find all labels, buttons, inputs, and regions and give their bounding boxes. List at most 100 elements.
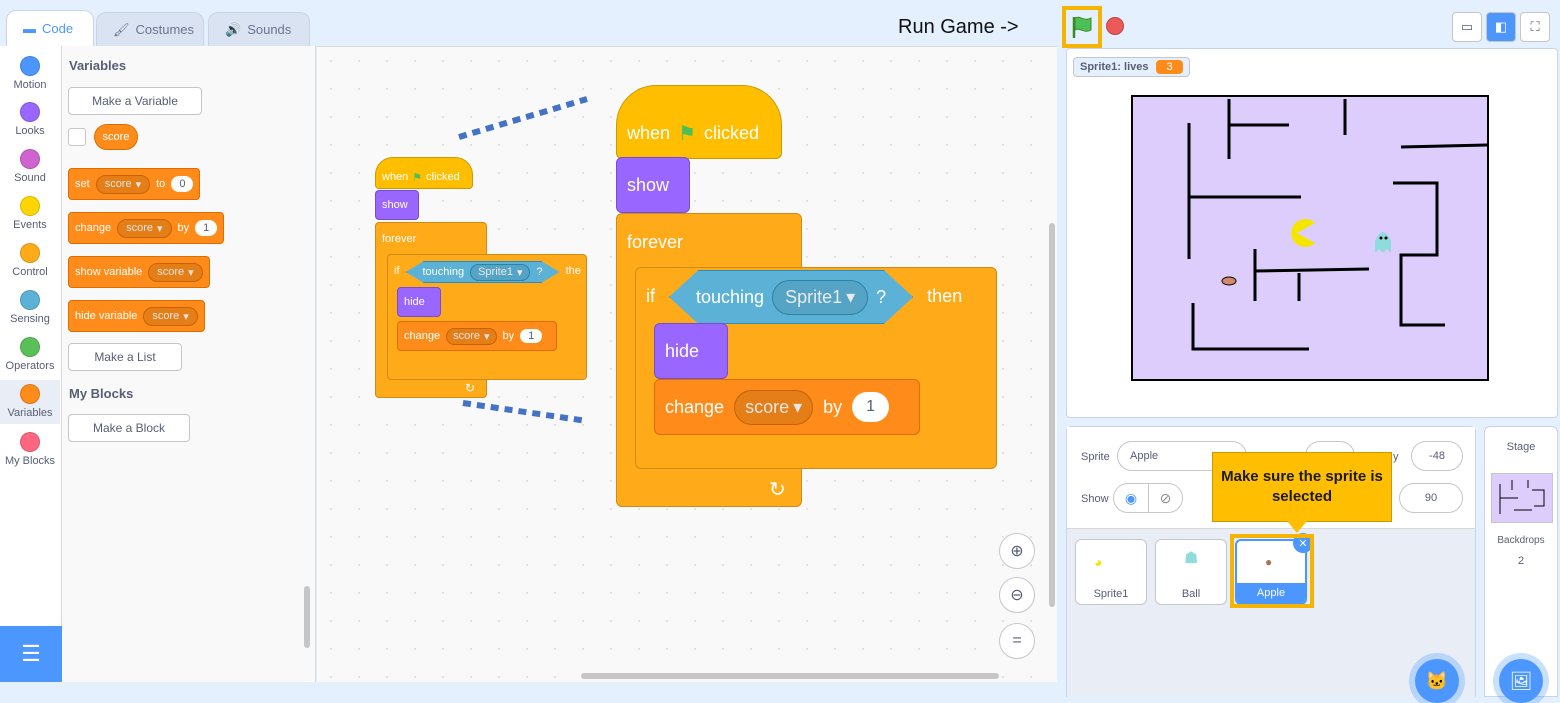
my-blocks-dot-icon — [20, 432, 40, 452]
tab-sounds[interactable]: 🔊 Sounds — [208, 12, 310, 46]
caret-down-icon: ▾ — [135, 178, 142, 191]
pacman-icon — [1291, 219, 1315, 248]
block-text: ? — [876, 286, 887, 307]
make-block-button[interactable]: Make a Block — [68, 414, 190, 442]
workspace-vertical-scrollbar[interactable] — [1049, 223, 1055, 607]
category-motion[interactable]: Motion — [0, 56, 60, 91]
value-input[interactable]: 0 — [171, 176, 194, 192]
zoomed-sprite-dropdown[interactable]: Sprite1▾ — [772, 279, 869, 315]
value-input[interactable]: 1 — [195, 220, 218, 236]
tab-costumes[interactable]: 🖌 Costumes — [96, 12, 204, 46]
zoomed-loop-arrow-icon: ↻ — [769, 479, 786, 501]
normal-stage-button[interactable]: ◧ — [1486, 12, 1516, 42]
block-text: clicked — [703, 122, 759, 143]
set-variable-block[interactable]: set score▾ to 0 — [68, 168, 201, 200]
tab-code[interactable]: ▬ Code — [6, 10, 94, 46]
green-flag-icon: ⚑ — [412, 171, 423, 184]
category-events[interactable]: Events — [0, 196, 60, 231]
category-looks[interactable]: Looks — [0, 102, 60, 137]
if-then-block[interactable]: if touching Sprite1▾ ? the — [387, 254, 587, 380]
variable-dropdown[interactable]: score▾ — [148, 262, 203, 282]
fullscreen-button[interactable]: ⛶ — [1520, 12, 1550, 42]
dropdown-value: Sprite1 — [478, 266, 513, 278]
tab-code-label: Code — [42, 21, 74, 36]
zoomed-change-score-block[interactable]: change score▾ by 1 — [654, 379, 920, 435]
stage-target-pane[interactable]: Stage Backdrops 2 🖼 — [1484, 426, 1558, 703]
sprite-thumb-label: Sprite1 — [1093, 588, 1129, 600]
variable-dropdown[interactable]: score▾ — [446, 327, 497, 345]
block-text: change — [75, 222, 112, 234]
fullscreen-icon: ⛶ — [1530, 19, 1540, 34]
block-text: when — [627, 122, 671, 143]
block-text: hide variable — [75, 310, 138, 322]
show-block[interactable]: show — [375, 190, 419, 220]
stage-canvas[interactable]: Sprite1: lives 3 — [1066, 48, 1558, 418]
score-reporter[interactable]: score — [94, 124, 138, 150]
sprite-dropdown[interactable]: Sprite1▾ — [470, 263, 531, 281]
zoomed-show-block[interactable]: show — [616, 157, 690, 213]
delete-sprite-button[interactable]: ✕ — [1293, 533, 1313, 553]
touching-sensing-block[interactable]: touching Sprite1▾ ? — [405, 261, 560, 283]
category-operators[interactable]: Operators — [0, 337, 60, 372]
green-flag-icon — [1072, 16, 1092, 38]
category-label: My Blocks — [4, 455, 56, 467]
palette-scrollbar[interactable] — [304, 586, 310, 648]
dropdown-value: Sprite1 — [785, 286, 843, 307]
category-control[interactable]: Control — [0, 243, 60, 278]
category-sensing[interactable]: Sensing — [0, 290, 60, 325]
category-sound[interactable]: Sound — [0, 149, 60, 184]
variable-dropdown[interactable]: score▾ — [95, 174, 151, 194]
variable-dropdown[interactable]: score▾ — [117, 218, 172, 238]
hide-variable-block[interactable]: hide variable score▾ — [68, 300, 205, 332]
when-flag-clicked-block[interactable]: when ⚑ clicked — [375, 157, 473, 189]
make-variable-button[interactable]: Make a Variable — [68, 87, 202, 115]
category-variables[interactable]: Variables — [0, 380, 60, 424]
variable-dropdown[interactable]: score▾ — [143, 306, 198, 326]
change-score-block[interactable]: change score▾ by 1 — [397, 321, 557, 351]
sound-dot-icon — [20, 149, 40, 169]
show-variable-block[interactable]: show variable score▾ — [68, 256, 210, 288]
zoomed-hide-block[interactable]: hide — [654, 323, 728, 379]
small-stage-icon: ▭ — [1460, 19, 1474, 34]
workspace-horizontal-scrollbar[interactable] — [581, 673, 999, 679]
make-list-button[interactable]: Make a List — [68, 343, 182, 371]
change-variable-block[interactable]: change score▾ by 1 — [68, 212, 225, 244]
eye-hidden-icon[interactable]: ⊘ — [1148, 484, 1182, 512]
eye-icon[interactable]: ◉ — [1124, 489, 1138, 506]
y-input[interactable]: -48 — [1411, 441, 1463, 471]
visibility-toggle[interactable]: ◉ ⊘ — [1113, 483, 1183, 513]
zoomed-touching-sensing-block[interactable]: touching Sprite1▾ ? — [669, 270, 914, 324]
stop-button[interactable] — [1106, 17, 1124, 35]
choose-sprite-button[interactable]: 🐱 — [1415, 659, 1459, 703]
choose-backdrop-button[interactable]: 🖼 — [1499, 659, 1543, 703]
score-checkbox[interactable] — [68, 128, 86, 146]
green-flag-button[interactable] — [1070, 14, 1094, 40]
small-stage-button[interactable]: ▭ — [1452, 12, 1482, 42]
zoomed-value-input[interactable]: 1 — [852, 392, 890, 422]
ghost-icon: ☗ — [1184, 550, 1199, 567]
zoom-out-button[interactable]: ⊖ — [999, 577, 1035, 613]
zoom-in-icon: ⊕ — [1010, 543, 1024, 560]
events-dot-icon — [20, 196, 40, 216]
block-text: the — [565, 265, 581, 277]
block-text: if — [646, 286, 655, 306]
direction-input[interactable]: 90 — [1399, 483, 1463, 513]
category-my-blocks[interactable]: My Blocks — [0, 432, 60, 467]
green-flag-highlight — [1062, 6, 1102, 48]
code-workspace[interactable]: when ⚑ clicked show forever if touching … — [317, 46, 1057, 682]
sprite-thumb-sprite1[interactable]: ◕ Sprite1 — [1075, 539, 1147, 605]
add-extension-button[interactable]: ☰ — [0, 626, 62, 682]
category-label: Variables — [7, 407, 53, 419]
sprite-label: Sprite — [1081, 451, 1110, 463]
block-text: change — [404, 330, 441, 342]
value-input[interactable]: 1 — [520, 329, 543, 343]
zoomed-variable-dropdown[interactable]: score▾ — [734, 389, 814, 425]
zoom-reset-button[interactable]: = — [999, 623, 1035, 659]
zoom-in-button[interactable]: ⊕ — [999, 533, 1035, 569]
zoomed-when-flag-clicked-block[interactable]: when ⚑ clicked — [616, 85, 782, 159]
hide-block[interactable]: hide — [397, 287, 441, 317]
speaker-icon: 🔊 — [225, 21, 242, 37]
variables-heading: Variables — [69, 58, 127, 73]
stage-backdrop-thumbnail[interactable] — [1491, 473, 1553, 523]
sprite-thumb-ball[interactable]: ☗ Ball — [1155, 539, 1227, 605]
